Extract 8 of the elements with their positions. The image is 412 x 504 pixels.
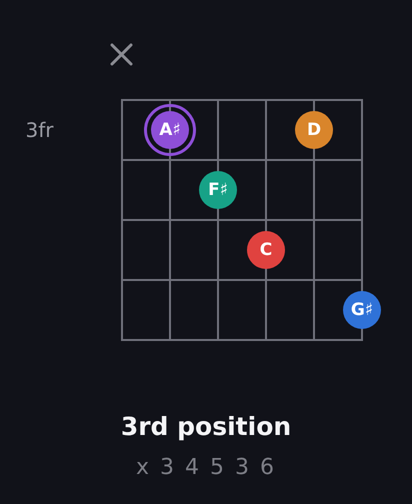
note-marker: F♯ — [199, 171, 237, 209]
chord-title: 3rd position — [120, 412, 292, 441]
note-marker: G♯ — [343, 291, 381, 329]
fingering-label: x 3 4 5 3 6 — [136, 455, 276, 480]
fret-number-label: 3fr — [26, 118, 54, 142]
ringed-note-marker: A♯ — [144, 104, 196, 156]
note-marker: D — [295, 111, 333, 149]
note-marker: C — [247, 231, 285, 269]
